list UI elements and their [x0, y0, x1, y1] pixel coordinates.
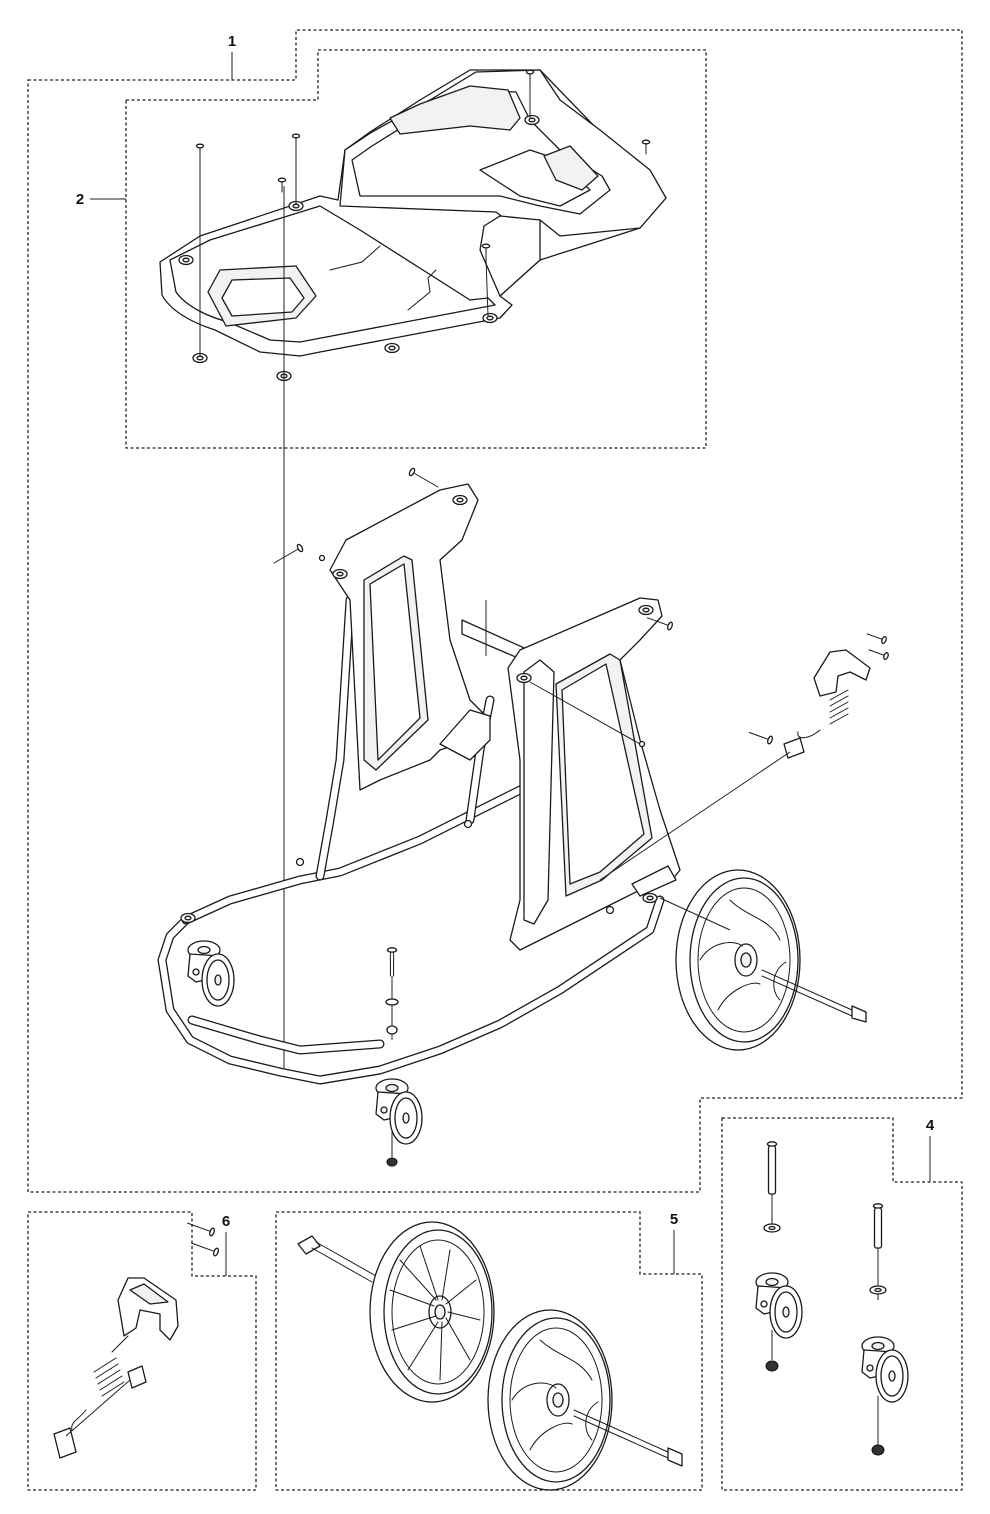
svg-text:6: 6	[222, 1213, 230, 1230]
callout-4: 4	[926, 1117, 935, 1182]
callout-5: 5	[670, 1211, 678, 1274]
frame-handle-latch	[599, 633, 889, 881]
frame-big-wheel	[659, 869, 867, 1051]
group-1-outline	[27, 29, 963, 1193]
svg-text:2: 2	[76, 191, 84, 208]
frame-caster-front	[187, 940, 235, 1007]
handle-latch-kit	[53, 1222, 219, 1459]
group-5-outline	[275, 1211, 703, 1491]
group-4-outline	[721, 1117, 963, 1491]
caster-kit	[755, 1141, 909, 1456]
frame-caster-rear	[375, 947, 423, 1167]
svg-text:5: 5	[670, 1211, 678, 1228]
svg-text:1: 1	[228, 33, 236, 50]
svg-text:4: 4	[926, 1117, 935, 1134]
callout-2: 2	[76, 191, 126, 208]
wheel-kit	[297, 1221, 683, 1491]
group-6-outline	[27, 1211, 257, 1491]
frame-assembly	[157, 467, 773, 1085]
tray-assembly	[159, 69, 667, 382]
group-2-outline	[125, 49, 707, 449]
callout-1: 1	[228, 33, 236, 80]
callout-6: 6	[222, 1213, 230, 1276]
